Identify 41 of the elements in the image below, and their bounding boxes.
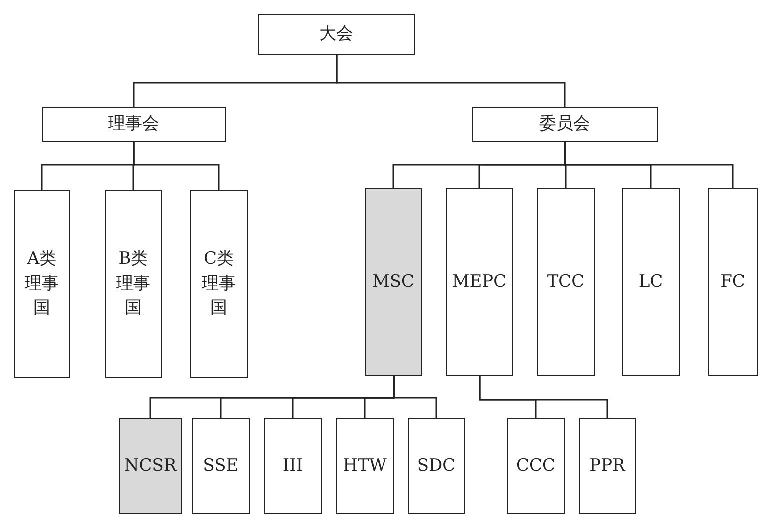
org-label: SDC	[417, 454, 456, 478]
org-box	[408, 418, 465, 514]
org-box	[258, 14, 415, 55]
org-box	[14, 190, 70, 378]
org-label: TCC	[547, 270, 585, 294]
org-box	[708, 188, 758, 376]
org-box	[446, 188, 513, 376]
org-label: NCSR	[124, 454, 177, 478]
org-box	[192, 418, 250, 514]
org-box	[190, 190, 248, 378]
org-label: SSE	[203, 454, 239, 478]
connector-line	[479, 376, 608, 418]
org-label: C类理事国	[201, 248, 237, 320]
org-label: 理事会	[108, 113, 160, 136]
org-label: PPR	[590, 454, 626, 478]
org-box	[336, 418, 394, 514]
org-box	[507, 418, 565, 514]
org-label: 委员会	[540, 113, 590, 136]
org-label: B类理事国	[116, 248, 152, 320]
org-box	[264, 418, 322, 514]
org-box	[579, 418, 636, 514]
org-label: III	[282, 454, 304, 478]
org-label: CCC	[516, 454, 556, 478]
org-label: A类理事国	[24, 248, 60, 320]
org-box	[105, 190, 162, 378]
org-label: LC	[638, 270, 664, 294]
connector-line	[564, 142, 734, 188]
org-box	[537, 188, 595, 376]
org-box	[472, 107, 658, 142]
org-box	[622, 188, 680, 376]
org-label: MEPC	[452, 270, 507, 294]
org-box	[365, 188, 422, 376]
org-label: FC	[720, 270, 746, 294]
org-label: HTW	[343, 454, 387, 478]
connector-line	[336, 55, 566, 107]
connector-line	[393, 376, 438, 418]
org-box	[42, 107, 226, 142]
org-label: 大会	[320, 23, 354, 46]
org-label: MSC	[372, 270, 415, 294]
org-box	[119, 418, 182, 514]
connector-line	[133, 142, 220, 190]
